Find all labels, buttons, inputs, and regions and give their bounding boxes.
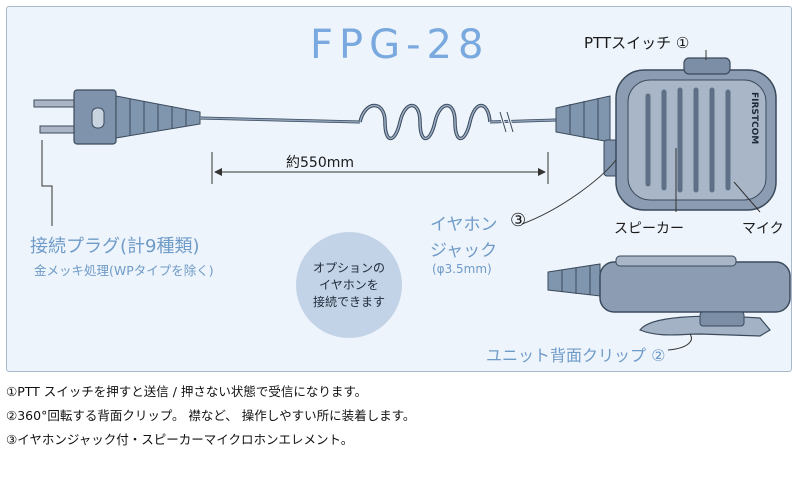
ptt-switch-label: PTTスイッチ ① — [584, 34, 690, 52]
option-earphone-bubble: オプションの イヤホンを 接続できます — [296, 232, 402, 338]
rear-clip-view — [547, 255, 791, 337]
bubble-line: 接続できます — [312, 294, 385, 309]
model-title: FPG-28 — [310, 22, 490, 68]
cable — [199, 103, 557, 141]
bubble-line: オプションの — [312, 260, 385, 275]
plug-plating-label: 金メッキ処理(WPタイプを除く) — [34, 263, 214, 278]
cable-length-label: 約550mm — [286, 155, 354, 171]
note-item: ③イヤホンジャック付・スピーカーマイクロホンエレメント。 — [6, 432, 354, 447]
speaker-mic-unit: FIRSTCOM — [555, 57, 777, 211]
earphone-jack-label-1: イヤホン — [430, 215, 498, 235]
length-dimension — [211, 152, 549, 184]
plug-label: 接続プラグ(計9種類) — [30, 236, 200, 257]
connector-plug — [33, 89, 201, 145]
earphone-jack-diameter: (φ3.5mm) — [432, 262, 492, 276]
bubble-line: イヤホンを — [319, 277, 379, 292]
speaker-label: スピーカー — [614, 221, 684, 237]
leader-lines — [41, 50, 761, 351]
earphone-jack-number: ③ — [510, 210, 527, 231]
note-item: ②360°回転する背面クリップ。 襟など、 操作しやすい所に装着します。 — [6, 408, 416, 423]
brand-logo: FIRSTCOM — [749, 92, 759, 144]
note-item: ①PTT スイッチを押すと送信 / 押さない状態で受信になります。 — [6, 384, 368, 399]
mic-label: マイク — [742, 221, 784, 237]
earphone-jack-label-2: ジャック — [430, 241, 498, 261]
feature-notes: ①PTT スイッチを押すと送信 / 押さない状態で受信になります。 ②360°回… — [6, 380, 786, 452]
rear-clip-label: ユニット背面クリップ ② — [486, 346, 666, 365]
